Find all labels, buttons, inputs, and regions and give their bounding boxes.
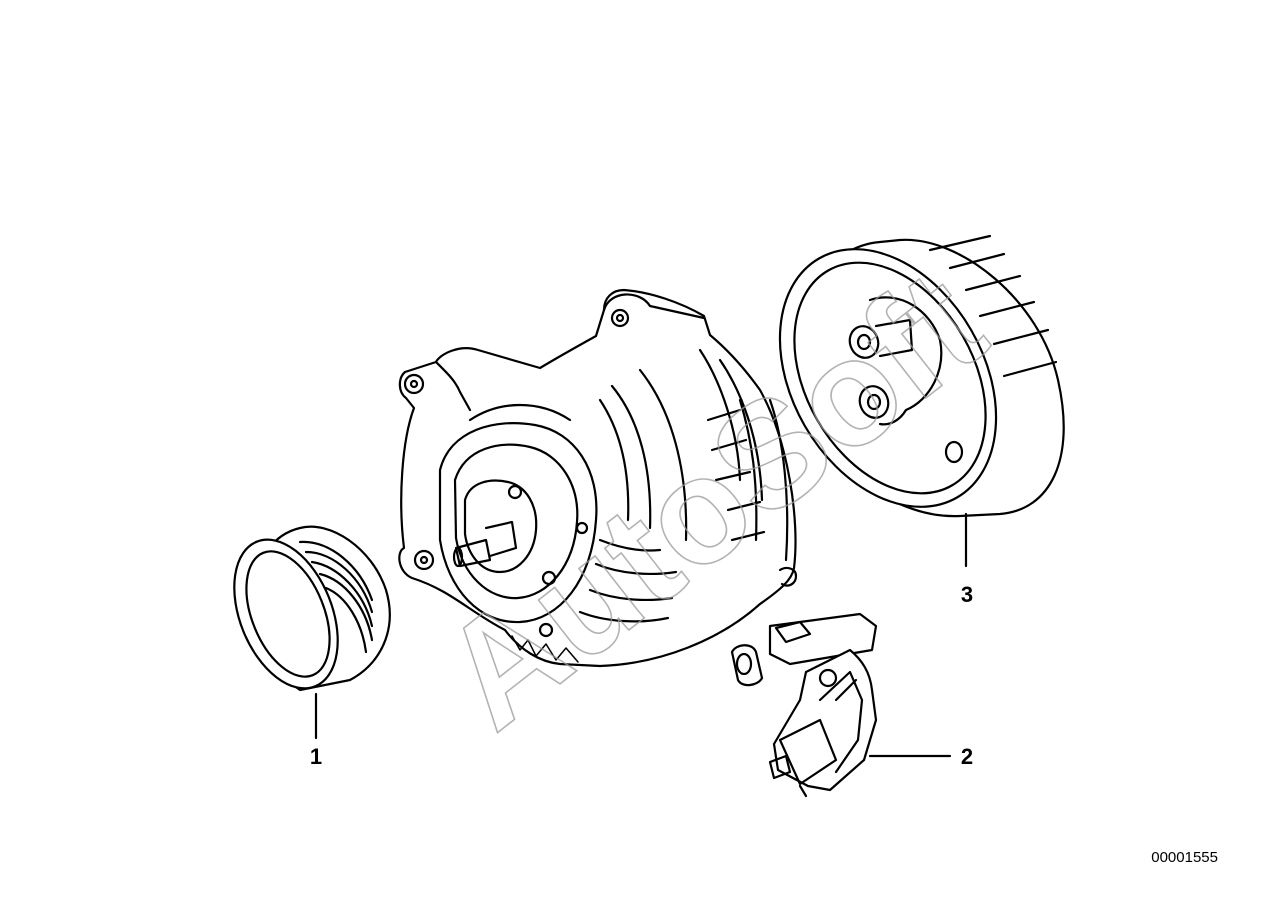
regulator-drawing <box>730 612 952 798</box>
alternator-drawing <box>398 288 798 668</box>
cover-drawing <box>778 234 1065 568</box>
callout-2-label: 2 <box>961 744 973 769</box>
diagram-id-text: 00001555 <box>1151 849 1218 866</box>
pulley-drawing <box>233 525 391 740</box>
callout-1-label: 1 <box>310 744 322 769</box>
callout-3-label: 3 <box>961 582 973 607</box>
